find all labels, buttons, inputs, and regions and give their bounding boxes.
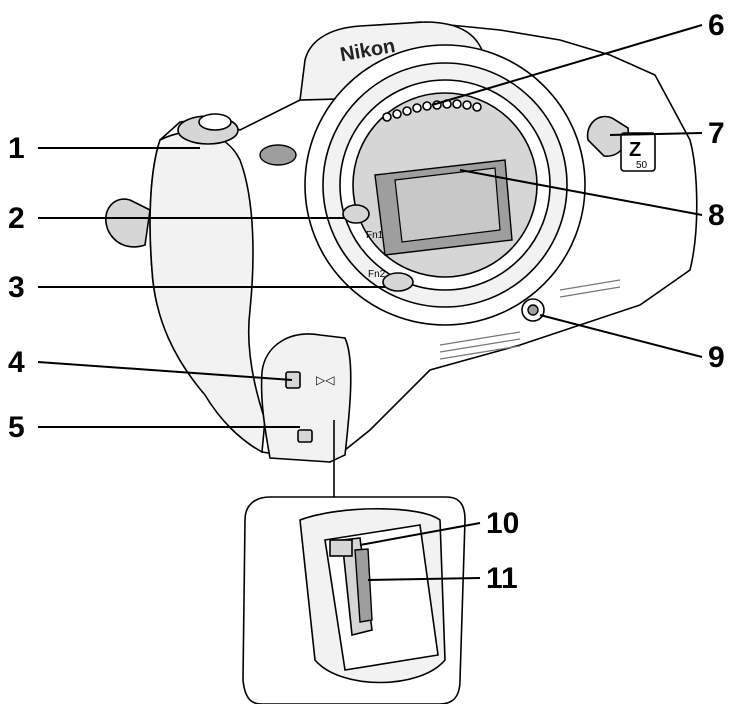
model-badge-glyph: Z	[629, 139, 641, 161]
callout-1: 1	[8, 132, 25, 165]
lens-release-button	[586, 115, 629, 157]
callout-6: 6	[708, 9, 725, 42]
strap-eyelet	[105, 198, 151, 248]
leader-lines	[37, 24, 703, 581]
callout-2: 2	[8, 202, 25, 235]
leader-11	[367, 577, 481, 581]
leader-7	[609, 132, 703, 136]
cover-marking: ▷◁	[316, 373, 335, 387]
inset-connector-slot	[354, 548, 373, 623]
leader-10	[359, 522, 481, 546]
leader-4	[37, 361, 293, 381]
callout-8: 8	[708, 199, 725, 232]
bottom-vents	[439, 279, 621, 360]
image-sensor-surface	[394, 167, 501, 243]
callout-9: 9	[708, 341, 725, 374]
callout-10: 10	[486, 507, 519, 540]
callout-7: 7	[708, 117, 725, 150]
callout-numbers: 1 2 3 4 5 6 7 8 9 10 11	[8, 9, 725, 595]
callout-4: 4	[8, 346, 25, 379]
fn2-button	[382, 272, 414, 292]
tripod-socket-hole	[527, 304, 539, 316]
callout-11: 11	[486, 562, 518, 595]
callout-5: 5	[8, 411, 25, 444]
leader-8	[459, 169, 703, 216]
leader-6	[431, 24, 703, 106]
release-button-collar	[198, 113, 232, 131]
connector-detail-inset	[242, 420, 466, 704]
fn2-label: Fn2	[368, 269, 386, 280]
inset-latch	[329, 539, 353, 557]
model-badge-number: 50	[636, 160, 648, 171]
connector-cover	[260, 333, 352, 463]
fn1-button	[342, 204, 370, 224]
fn1-label: Fn1	[366, 230, 384, 241]
command-dial	[259, 144, 297, 166]
callout-3: 3	[8, 271, 25, 304]
cover-hinge	[297, 429, 313, 443]
leader-9	[539, 314, 703, 358]
camera-body: Nikon	[105, 21, 698, 463]
model-badge	[620, 132, 656, 172]
